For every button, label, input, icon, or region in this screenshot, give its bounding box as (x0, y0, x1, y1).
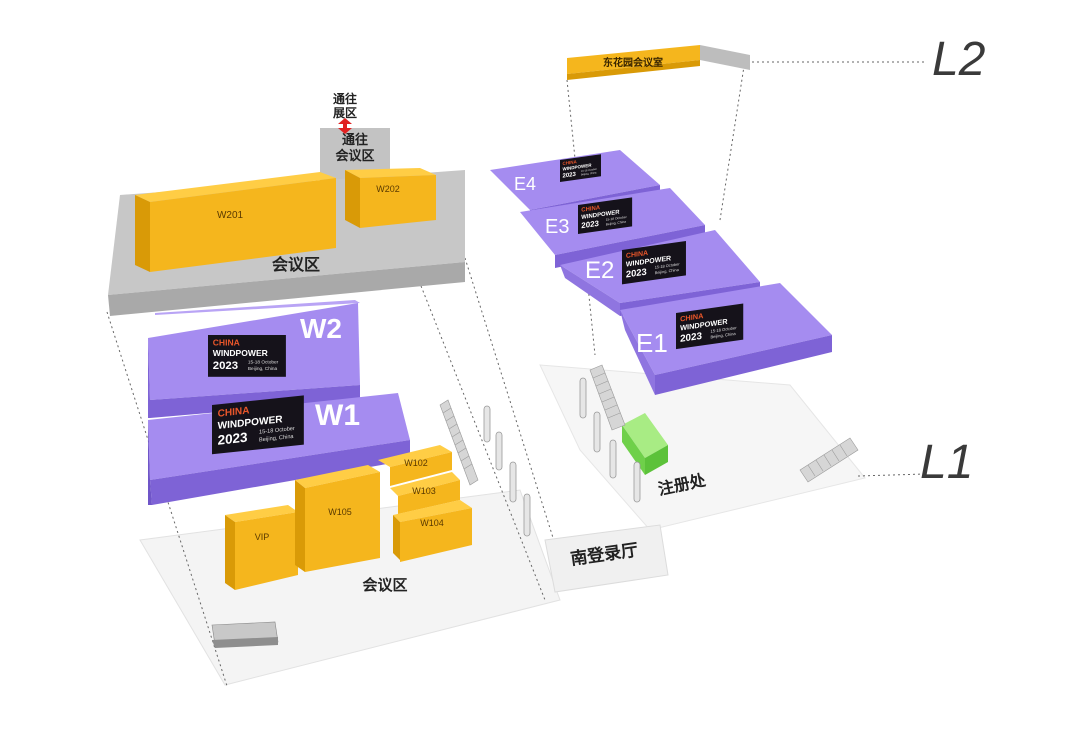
connector-lines (106, 59, 926, 687)
room-vip-label: VIP (255, 532, 270, 542)
east-garden-label: 东花园会议室 (603, 56, 663, 69)
hall-e3-label: E3 (545, 216, 569, 238)
to-exhibition-label-line2: 展区 (333, 106, 357, 120)
south-lobby[interactable]: 南登录厅 (544, 524, 669, 593)
hall-e4-label: E4 (514, 174, 536, 194)
hall-e1-label: E1 (636, 328, 668, 358)
hall-e2-label: E2 (585, 257, 614, 284)
to-conference-label-line1: 通往 (342, 132, 368, 148)
room-vip[interactable]: VIP (225, 505, 298, 590)
room-w104[interactable]: W104 (393, 500, 472, 562)
room-w103[interactable]: W103 (390, 472, 460, 514)
level-l1-label: L1 (920, 436, 973, 489)
room-w103-label: W103 (412, 486, 436, 496)
room-w105[interactable]: W105 (295, 465, 380, 572)
hall-w1-label: W1 (315, 399, 360, 432)
escalator-west (439, 399, 479, 486)
level-l2-label: L2 (932, 33, 985, 86)
room-w201-label: W201 (217, 210, 244, 221)
east-garden-meeting-room[interactable]: 东花园会议室 (567, 45, 750, 80)
hall-w2-label: W2 (300, 313, 342, 344)
l1-conference-label: 会议区 (362, 576, 407, 594)
escalator-southwest (211, 621, 279, 648)
room-w105-label: W105 (328, 507, 352, 517)
l1-floor-east (539, 364, 866, 531)
to-exhibition-label-line1: 通往 (333, 91, 357, 106)
room-w104-label: W104 (420, 518, 444, 528)
up-down-arrow-icon (338, 118, 352, 134)
logo-w2 (208, 335, 286, 377)
logo-w1 (212, 395, 304, 455)
escalator-east (799, 437, 859, 483)
room-w102-label: W102 (404, 458, 428, 468)
room-w202[interactable]: W202 (345, 168, 436, 228)
room-w102[interactable]: W102 (378, 445, 452, 486)
escalator-center (589, 364, 626, 431)
room-w201[interactable]: W201 (135, 172, 336, 272)
room-w202-label: W202 (376, 184, 400, 194)
to-conference-label-line2: 会议区 (335, 148, 374, 164)
l2-conference-label: 会议区 (272, 255, 320, 274)
pillars (483, 377, 641, 537)
